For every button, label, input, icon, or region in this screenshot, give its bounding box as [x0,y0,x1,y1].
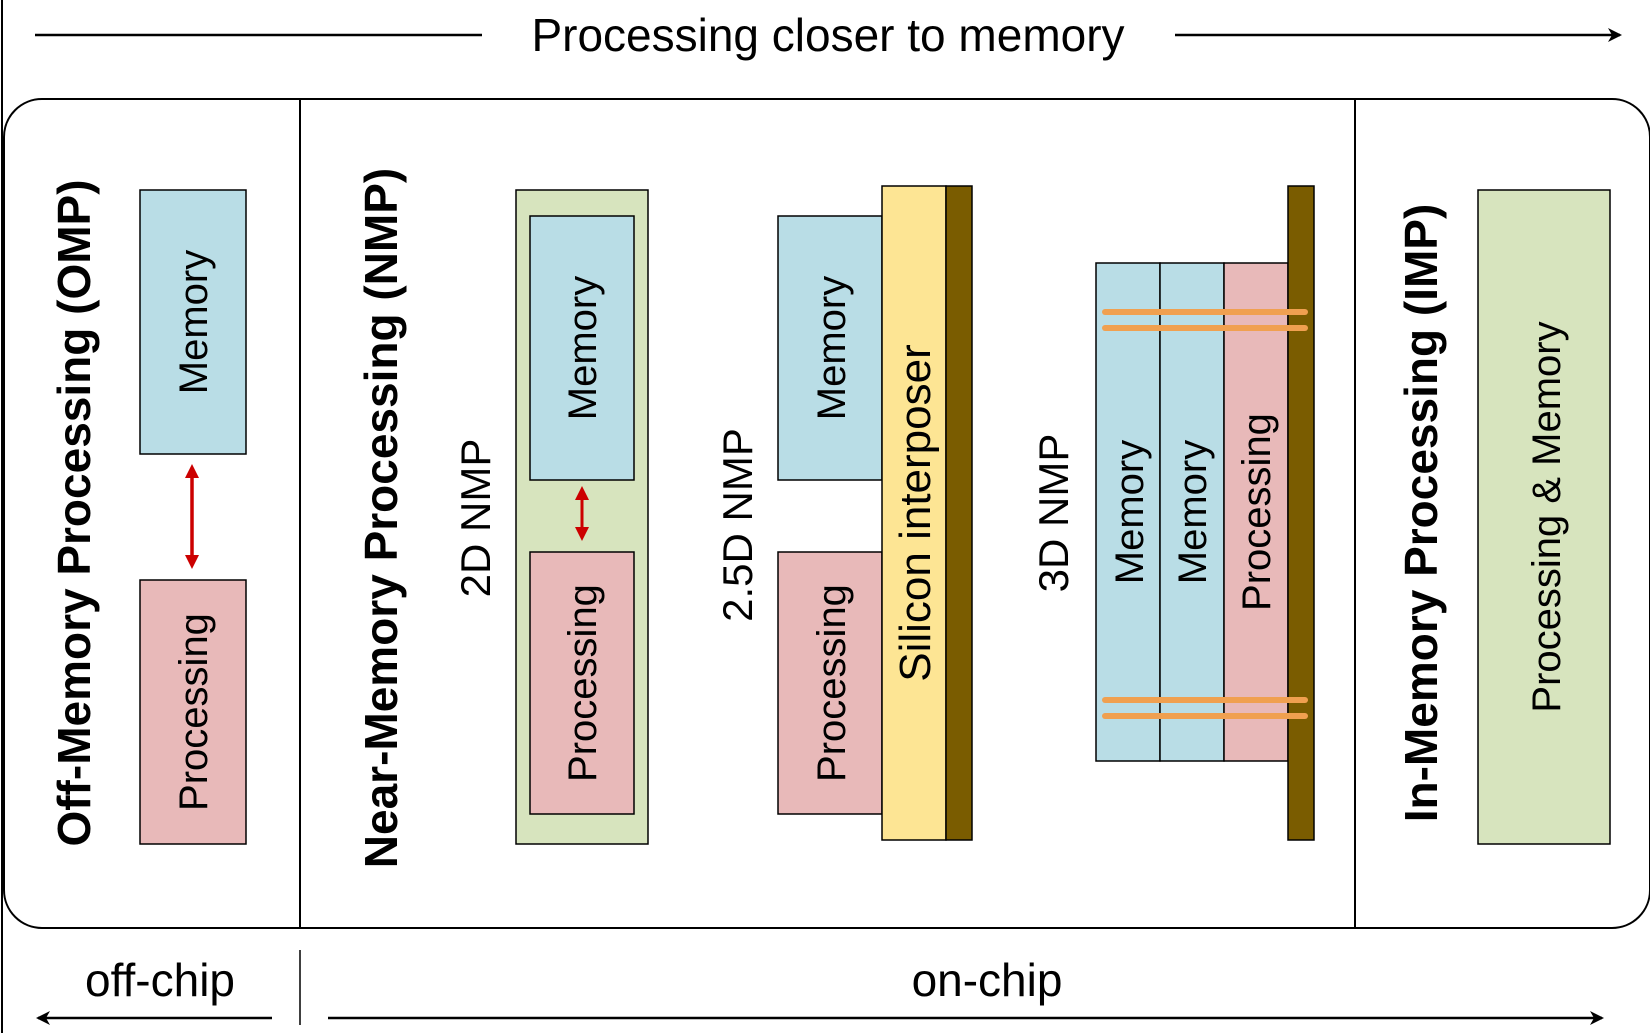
imp-block-label: Processing & Memory [1525,321,1569,712]
omp-memory-label: Memory [172,250,216,394]
nmp-3d-layer-label: Memory [1108,440,1152,584]
imp-section: In-Memory Processing (IMP) Processing & … [1395,189,1611,845]
nmp-3d-layer-label: Processing [1235,413,1279,611]
off-chip-label: off-chip [85,954,235,1006]
nmp-2d-memory-block [529,215,635,481]
silicon-interposer [881,185,947,841]
nmp-2d-group: 2D NMP Memory Processing [452,189,649,845]
nmp-3d-memory-layer-2 [1159,262,1225,762]
nmp-25d-memory-block [777,215,883,481]
nmp-25d-processing-block [777,551,883,815]
omp-memory-block [139,189,247,455]
nmp-2d-memory-label: Memory [561,276,605,420]
nmp-3d-memory-layer-1 [1095,262,1161,762]
nmp-3d-layer-label: Memory [1171,440,1215,584]
imp-processing-memory-block [1477,189,1611,845]
nmp-25d-processing-label: Processing [810,584,854,782]
top-axis-label: Processing closer to memory [531,9,1124,61]
omp-section: Off-Memory Processing (OMP) Memory Proce… [48,179,247,847]
nmp-3d-label: 3D NMP [1030,434,1077,593]
nmp-25d-substrate [945,185,973,841]
nmp-2d-processing-block [529,551,635,815]
nmp-3d-substrate [1287,185,1315,841]
nmp-25d-memory-label: Memory [810,276,854,420]
nmp-3d-processing-layer [1223,262,1289,762]
omp-processing-block [139,579,247,845]
imp-title: In-Memory Processing (IMP) [1395,204,1447,823]
omp-title: Off-Memory Processing (OMP) [48,179,100,846]
nmp-2d-label: 2D NMP [452,439,499,598]
nmp-section: Near-Memory Processing (NMP) 2D NMP Memo… [355,168,1315,868]
silicon-interposer-label: Silicon interposer [891,344,940,682]
omp-processing-label: Processing [172,613,216,811]
nmp-25d-label: 2.5D NMP [714,428,761,622]
bottom-axis: off-chip on-chip [36,950,1604,1025]
nmp-2d-processing-label: Processing [561,584,605,782]
nmp-25d-group: 2.5D NMP Memory Processing Silicon inter… [714,185,973,841]
nmp-3d-group: 3D NMP Memory Memory Processing [1030,185,1315,841]
on-chip-label: on-chip [912,954,1063,1006]
nmp-title: Near-Memory Processing (NMP) [355,168,407,868]
